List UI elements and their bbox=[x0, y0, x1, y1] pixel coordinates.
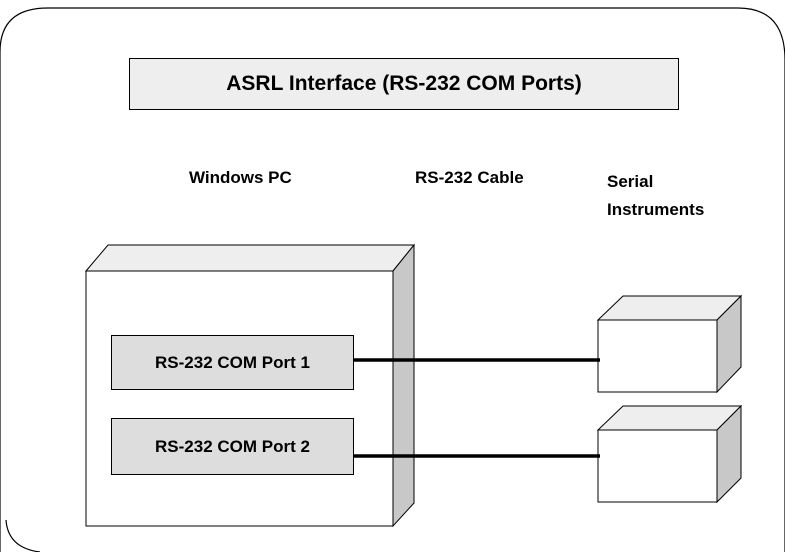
instrument-1-top bbox=[596, 295, 743, 321]
com-port-1-box: RS-232 COM Port 1 bbox=[111, 335, 354, 390]
serial-instruments-label-line1: Serial bbox=[607, 172, 654, 191]
rs232-cable-label: RS-232 Cable bbox=[415, 168, 524, 187]
com-port-2-box: RS-232 COM Port 2 bbox=[111, 418, 354, 475]
pc-box-face bbox=[85, 270, 394, 527]
pc-box-top bbox=[84, 244, 416, 272]
instrument-1-face bbox=[597, 319, 718, 393]
pc-box-side bbox=[392, 243, 415, 528]
windows-pc-label: Windows PC bbox=[189, 168, 292, 187]
instrument-2-face bbox=[597, 429, 718, 503]
diagram-title: ASRL Interface (RS-232 COM Ports) bbox=[129, 58, 679, 110]
outer-frame-bottom-left bbox=[5, 519, 41, 552]
instrument-2-top bbox=[596, 405, 743, 431]
serial-instruments-label-line2: Instruments bbox=[607, 200, 705, 219]
